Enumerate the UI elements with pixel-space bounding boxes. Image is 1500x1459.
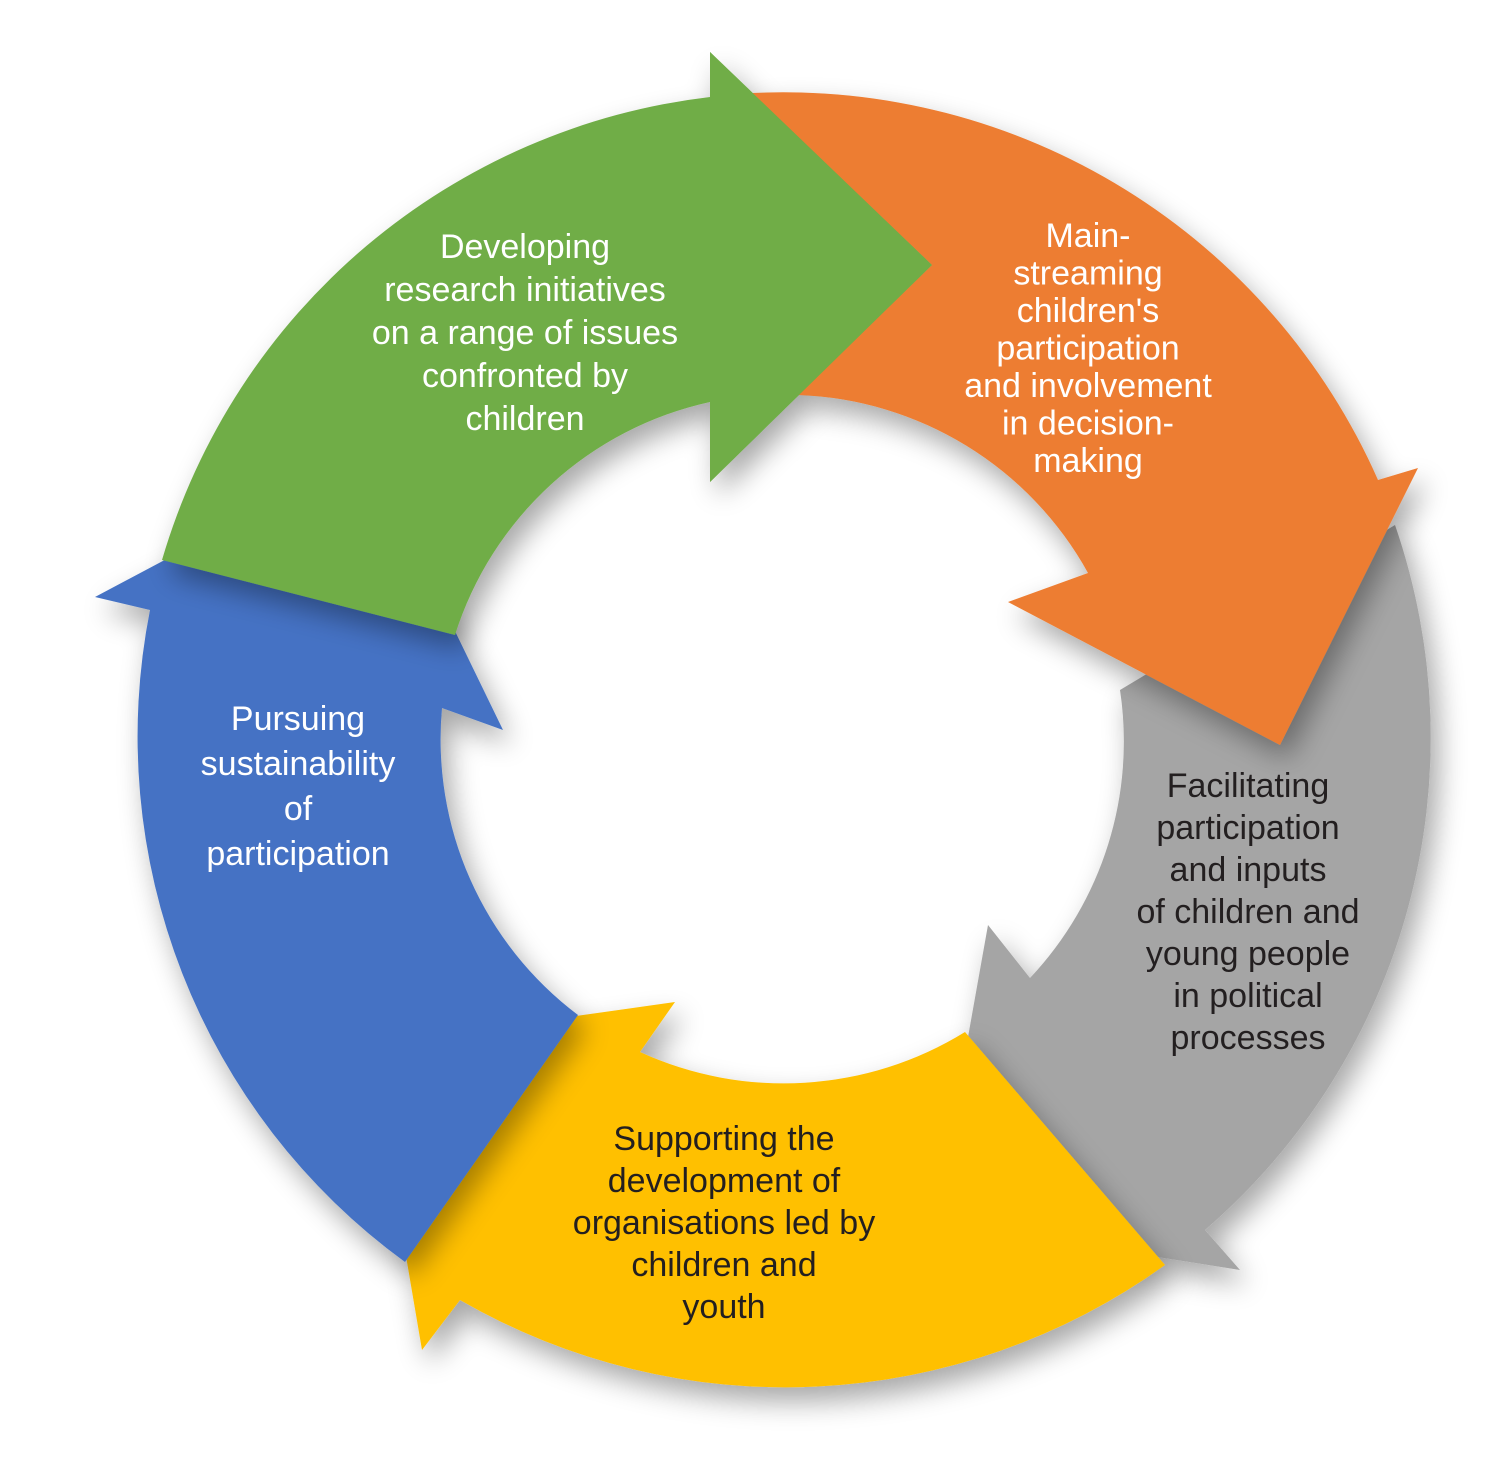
label-line: and involvement: [964, 367, 1212, 405]
label-facilitating: Facilitating participation and inputs of ch…: [1136, 767, 1359, 1057]
label-line: participation: [206, 835, 389, 873]
arrow-sustainability: [95, 452, 578, 1262]
label-research: Developing research initiatives on a range…: [372, 228, 678, 438]
label-line: on a range of issues: [372, 314, 678, 352]
label-line: streaming: [1013, 255, 1162, 293]
arrow-mainstreaming: [752, 92, 1418, 746]
label-line: participation: [996, 330, 1179, 368]
label-line: in political: [1173, 977, 1322, 1015]
label-line: in decision-: [1002, 405, 1174, 443]
label-line: Developing: [440, 228, 610, 266]
label-line: development of: [608, 1162, 841, 1200]
label-sustainability: Pursuing sustainability of participation: [201, 700, 396, 873]
label-line: of: [284, 790, 313, 828]
label-line: making: [1033, 442, 1143, 480]
label-line: Facilitating: [1167, 767, 1330, 805]
label-line: confronted by: [422, 357, 628, 395]
arrow-supporting: [370, 1002, 1165, 1388]
label-line: participation: [1156, 809, 1339, 847]
label-line: processes: [1171, 1019, 1326, 1057]
arrow-facilitating: [935, 525, 1431, 1270]
label-supporting: Supporting the development of organisation…: [573, 1120, 875, 1326]
label-line: youth: [682, 1288, 765, 1326]
label-line: Supporting the: [613, 1120, 834, 1158]
label-line: children: [465, 400, 584, 438]
label-line: children and: [631, 1246, 816, 1284]
label-line: and inputs: [1170, 851, 1327, 889]
label-line: organisations led by: [573, 1204, 875, 1242]
label-line: research initiatives: [384, 271, 666, 309]
label-line: of children and: [1136, 893, 1359, 931]
label-line: Pursuing: [231, 700, 365, 738]
arrow-research-head: [710, 52, 932, 482]
label-line: sustainability: [201, 745, 396, 783]
label-line: Main-: [1045, 217, 1130, 255]
label-line: young people: [1146, 935, 1350, 973]
label-line: children's: [1017, 292, 1160, 330]
